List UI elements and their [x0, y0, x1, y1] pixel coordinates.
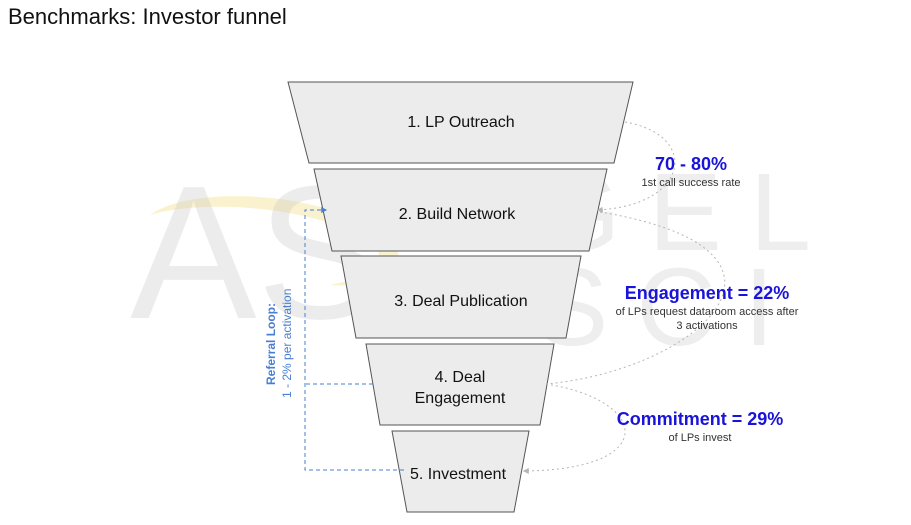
metric-3-value: Commitment = 29% [617, 409, 784, 429]
page-title: Benchmarks: Investor funnel [8, 4, 287, 29]
stage-4-shape [365, 343, 555, 426]
metric-2: Engagement = 22% of LPs request dataroom… [616, 283, 799, 332]
connector-1-2 [596, 121, 676, 213]
metric-3-caption: of LPs invest [669, 432, 732, 444]
stage-1-label: 1. LP Outreach [407, 114, 514, 131]
stage-5-shape [391, 430, 530, 513]
metric-2-caption: of LPs request dataroom access after [616, 306, 799, 318]
referral-loop-line [304, 207, 404, 471]
referral-loop-subtitle: 1 - 2% per activation [280, 289, 294, 398]
stage-5-label: 5. Investment [410, 466, 507, 483]
stage-4-label-line-2: Engagement [415, 390, 506, 407]
stage-connectors [522, 121, 726, 474]
connector-4-5 [522, 383, 626, 474]
stage-3-shape [340, 255, 582, 339]
metric-2-value: Engagement = 22% [625, 283, 790, 303]
stage-1-shape [287, 81, 634, 164]
metric-1: 70 - 80% 1st call success rate [641, 154, 740, 189]
referral-loop [304, 207, 404, 471]
metric-2-caption-line-2: 3 activations [676, 320, 738, 332]
referral-loop-title: Referral Loop: [264, 303, 278, 385]
stage-4-label: 4. Deal [435, 369, 486, 386]
stage-3-label: 3. Deal Publication [394, 293, 527, 310]
metric-3: Commitment = 29% of LPs invest [617, 409, 784, 444]
funnel: 1. LP Outreach 2. Build Network 3. Deal … [287, 81, 634, 513]
metric-1-value: 70 - 80% [655, 154, 727, 174]
metric-1-caption: 1st call success rate [641, 177, 740, 189]
stage-2-shape [313, 168, 608, 252]
stage-2-label: 2. Build Network [399, 206, 516, 223]
